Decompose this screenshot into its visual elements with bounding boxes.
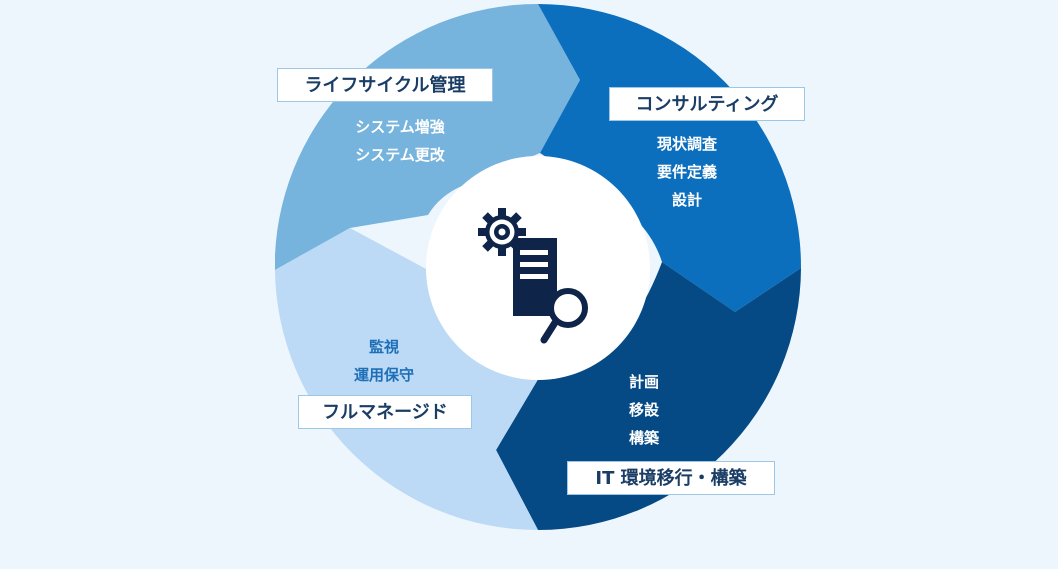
consulting-title: コンサルティング [609,87,805,121]
segment-consulting [538,4,802,312]
consulting-item: 現状調査 [656,135,717,153]
it-migration-item: 構築 [628,429,659,447]
full-managed-items: 監視 運用保守 [324,333,444,389]
full-managed-item: 監視 [368,338,399,356]
lifecycle-item: システム増強 [355,118,445,136]
segment-lifecycle [275,3,580,271]
segment-full-managed [275,228,540,530]
lifecycle-item: システム更改 [355,146,445,164]
it-migration-item: 計画 [628,373,659,391]
lifecycle-items: システム増強 システム更改 [320,113,480,169]
it-migration-items: 計画 移設 構築 [594,368,694,452]
server-gear-magnifier-icon [478,208,588,344]
consulting-item: 要件定義 [656,163,717,181]
full-managed-item: 運用保守 [353,366,414,384]
full-managed-title: フルマネージド [298,395,472,429]
it-migration-title: IT 環境移行・構築 [567,461,775,495]
it-migration-item: 移設 [628,401,659,419]
lifecycle-title: ライフサイクル管理 [277,68,493,102]
consulting-items: 現状調査 要件定義 設計 [627,130,747,214]
consulting-item: 設計 [671,191,702,209]
